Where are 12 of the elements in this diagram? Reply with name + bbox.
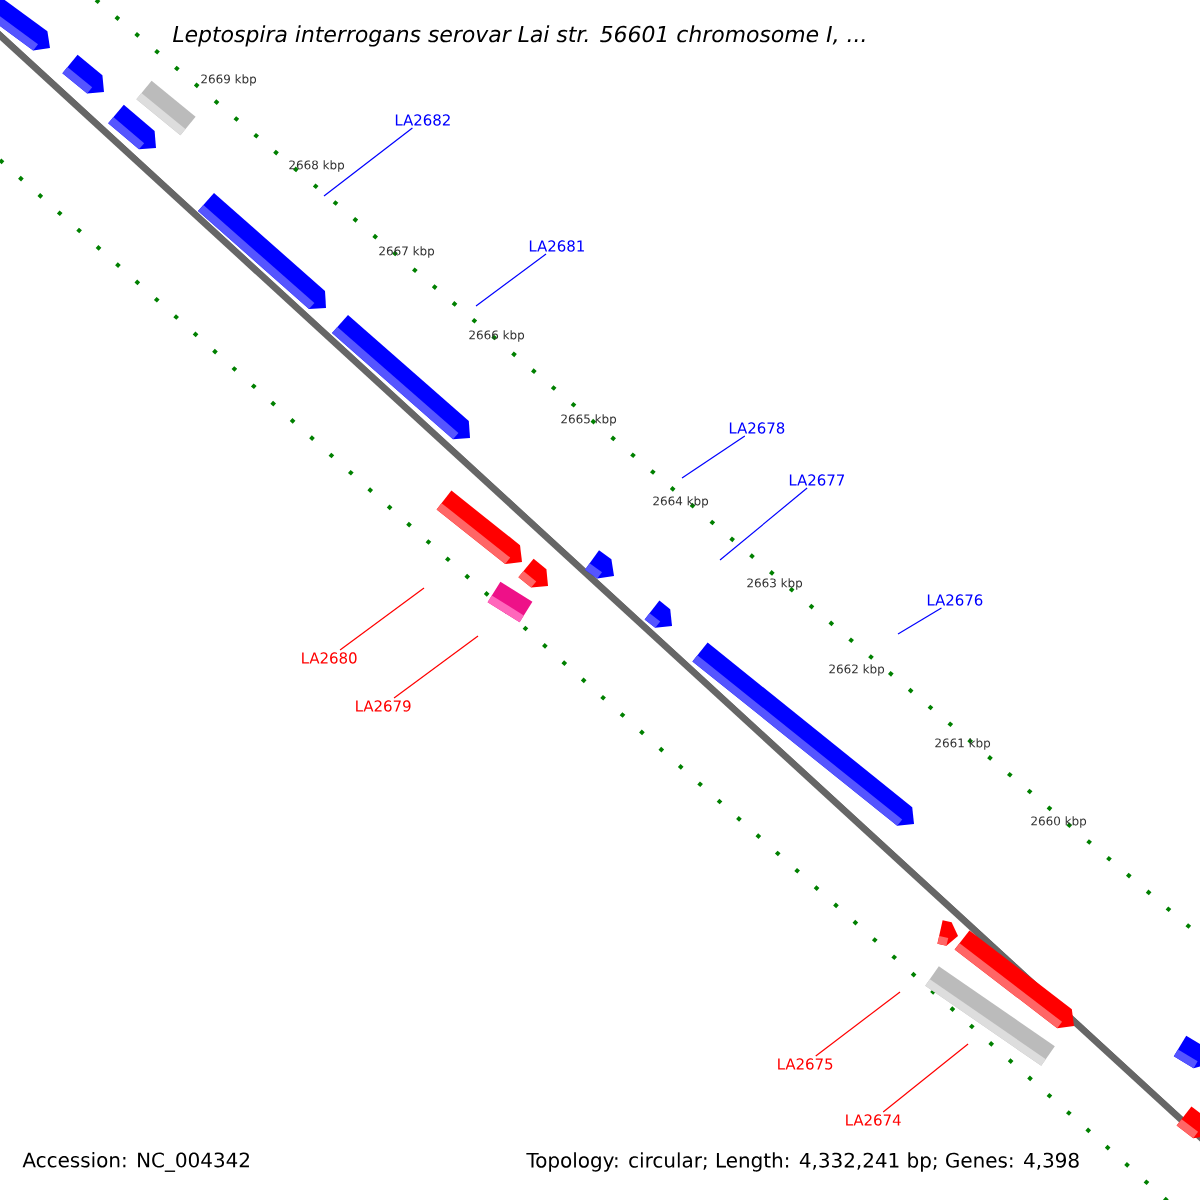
leader-line — [393, 635, 479, 699]
leader-line — [339, 587, 425, 651]
leader-line — [815, 991, 901, 1057]
leader-line — [323, 127, 413, 197]
leader-line — [897, 607, 943, 635]
info-text: Accession: NC_004342 — [22, 1152, 249, 1172]
leader-line — [882, 1043, 969, 1113]
leader-line — [719, 487, 808, 561]
leader-line — [681, 435, 746, 479]
info-text: Topology: circular; Length: 4,332,241 bp; Genes: 4,398 — [526, 1152, 1079, 1172]
leader-line — [475, 253, 547, 307]
title: Leptospira interrogans serovar Lai str. 56601 chromosome I, ... — [173, 25, 865, 47]
